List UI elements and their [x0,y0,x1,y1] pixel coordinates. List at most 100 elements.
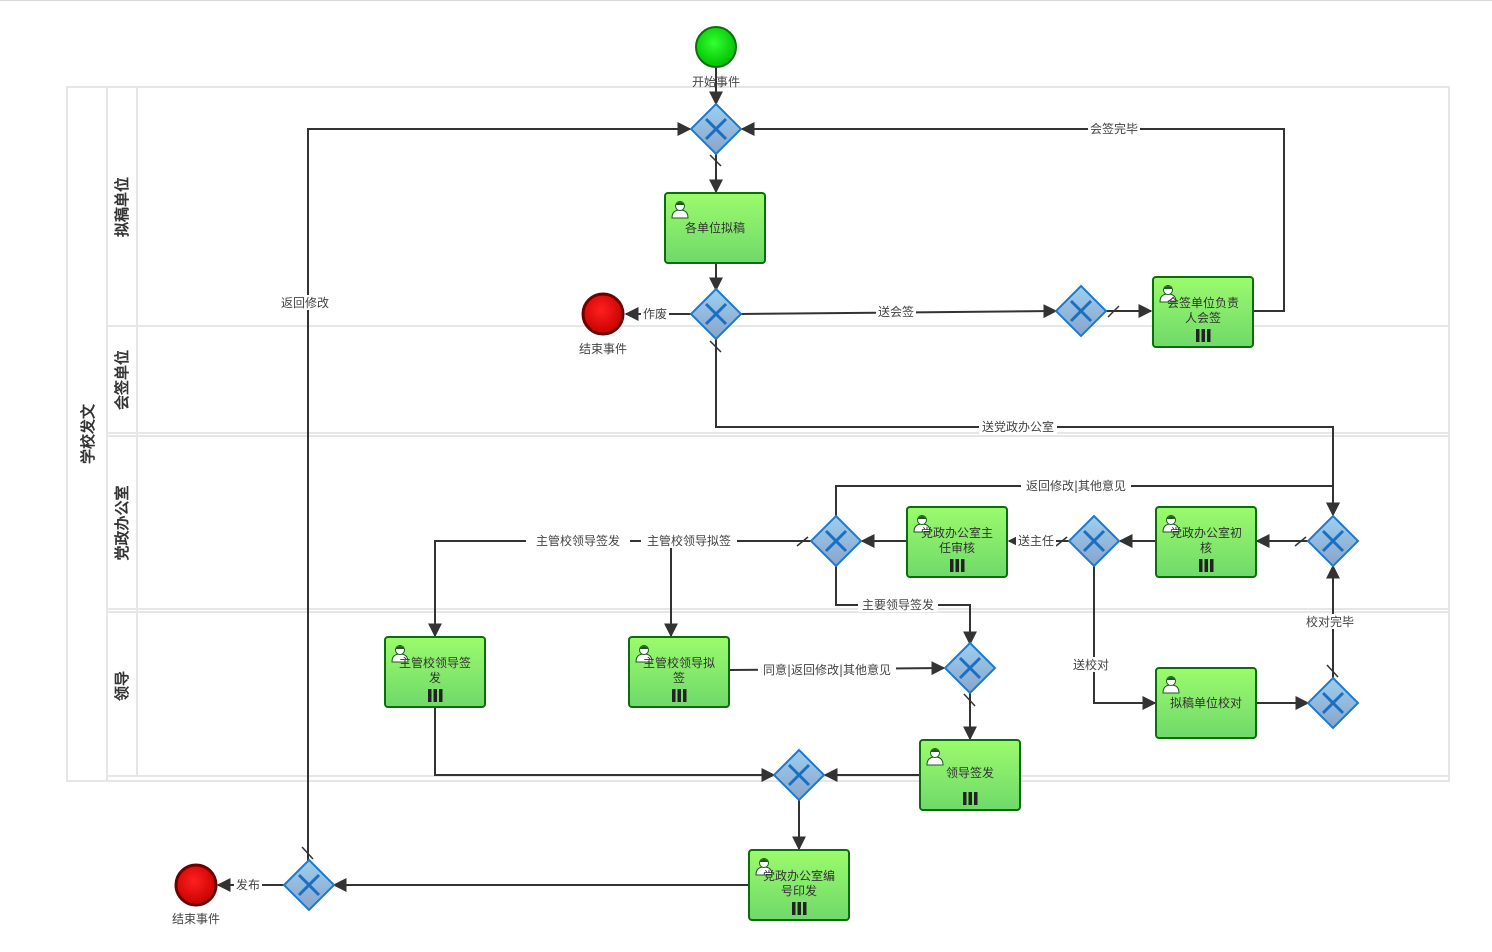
task-box[interactable] [906,506,1008,578]
user-task-leader-issue[interactable]: 领导签发 [919,739,1021,811]
user-task-leader-sign-issue[interactable]: 主管校领导签发 [384,636,486,708]
flow-label-to-proofread: 送校对 [1070,657,1112,672]
multi-instance-icon [792,902,807,915]
multi-instance-icon [1199,559,1214,572]
svg-text:主管校领导签发: 主管校领导签发 [536,533,620,548]
svg-text:主管校领导拟签: 主管校领导拟签 [647,533,731,548]
svg-text:校对完毕: 校对完毕 [1306,614,1354,629]
exclusive-gateway-g-publish[interactable] [282,858,336,912]
user-task-icon [913,515,931,533]
gateway-x-icon [1321,529,1345,553]
task-label: 拟稿单位校对 [1170,695,1242,710]
gateways [282,102,1360,912]
default-flow-marker [1326,664,1339,678]
svg-text:主要领导签发: 主要领导签发 [862,597,934,612]
svg-text:返回修改|其他意见: 返回修改|其他意见 [1026,478,1126,493]
gateway-x-icon [787,763,811,787]
exclusive-gateway-g-leader-opinion[interactable] [943,641,997,695]
svg-text:送党政办公室: 送党政办公室 [982,419,1054,434]
user-task-icon [755,858,773,876]
end-event-circle[interactable] [581,292,625,336]
user-task-icon [1159,285,1177,303]
task-box[interactable] [1155,667,1257,739]
task-box[interactable] [919,739,1021,811]
default-flow-marker [963,693,976,707]
exclusive-gateway-g-proof[interactable] [1306,676,1360,730]
task-box[interactable] [628,636,730,708]
user-task-icon [671,201,689,219]
user-task-icon [1162,515,1180,533]
exclusive-gateway-g-top[interactable] [689,102,743,156]
multi-instance-icon [428,689,443,702]
exclusive-gateway-g-merge[interactable] [772,748,826,802]
task-box[interactable] [664,192,766,264]
multi-instance-icon [950,559,965,572]
task-label: 核 [1200,541,1212,555]
task-label: 党政办公室主 [921,525,993,540]
default-flow-marker [1107,305,1120,318]
gateway-x-icon [704,117,728,141]
exclusive-gateway-g-after-initial[interactable] [1067,514,1121,568]
task-label: 号印发 [781,883,817,898]
task-box[interactable] [748,849,850,921]
default-flow-marker [709,340,722,353]
flow-label-to-office: 送党政办公室 [979,419,1057,434]
flow-return-modify[interactable] [307,122,692,861]
multi-instance-icon [672,689,687,702]
end-event-circle[interactable] [174,863,218,907]
end-event-abolish[interactable]: 结束事件 [579,292,627,356]
flow-labels: 作废 送会签 会签完毕 送党政办公室 送主任 送校对 返回修改|其他意见 主要 [234,121,1358,892]
svg-text:送校对: 送校对 [1073,657,1109,672]
user-task-proofread[interactable]: 拟稿单位校对 [1155,667,1257,739]
user-task-draft[interactable]: 各单位拟稿 [664,192,766,264]
default-flow-marker [796,536,809,547]
svg-text:送会签: 送会签 [878,304,914,319]
flow-countersign-done[interactable] [740,122,1285,312]
task-box[interactable] [1155,506,1257,578]
task-label: 各单位拟稿 [685,220,745,235]
gateway-x-icon [1069,299,1093,323]
gateway-x-icon [1321,691,1345,715]
task-box[interactable] [1152,276,1254,348]
flow-to-proofread[interactable] [1093,565,1157,710]
svg-text:送主任: 送主任 [1018,533,1054,548]
start-event-circle[interactable] [695,26,737,68]
start-event[interactable]: 开始事件 [688,26,744,89]
user-task-leader-draft-sign[interactable]: 主管校领导拟签 [628,636,730,708]
flow-leader-draft-sign[interactable] [664,540,812,638]
user-task-icon [926,748,944,766]
flow-leader-sign-issue[interactable] [428,540,671,638]
task-box[interactable] [384,636,486,708]
svg-text:发布: 发布 [236,877,260,892]
flow-label-leader-draft-sign: 主管校领导拟签 [641,533,737,548]
flow-label-abolish: 作废 [641,306,669,321]
task-label: 领导签发 [946,765,994,780]
user-task-icon [391,645,409,663]
flow-sign-issue-to-merge[interactable] [434,707,776,782]
default-flow-marker [301,846,314,860]
end-event-publish[interactable]: 结束事件 [172,863,220,926]
exclusive-gateway-g-after-director[interactable] [809,514,863,568]
default-flow-marker [1294,536,1307,547]
gateway-x-icon [1082,529,1106,553]
exclusive-gateway-g-office-in[interactable] [1306,514,1360,568]
lane-label-countersign: 会签单位 [113,350,131,410]
task-label: 人会签 [1185,310,1221,325]
task-label: 签 [673,670,685,685]
svg-text:同意|返回修改|其他意见: 同意|返回修改|其他意见 [763,662,891,677]
lane-label-leader: 领导 [113,671,131,702]
exclusive-gateway-g-after-draft[interactable] [689,287,743,341]
flow-label-to-countersign: 送会签 [876,304,916,319]
gateway-x-icon [824,529,848,553]
flow-label-to-director: 送主任 [1016,533,1056,548]
exclusive-gateway-g-countersign[interactable] [1054,284,1108,338]
svg-text:作废: 作废 [643,306,667,321]
flow-label-main-leader-issue: 主要领导签发 [858,597,938,612]
multi-instance-icon [1196,329,1211,342]
